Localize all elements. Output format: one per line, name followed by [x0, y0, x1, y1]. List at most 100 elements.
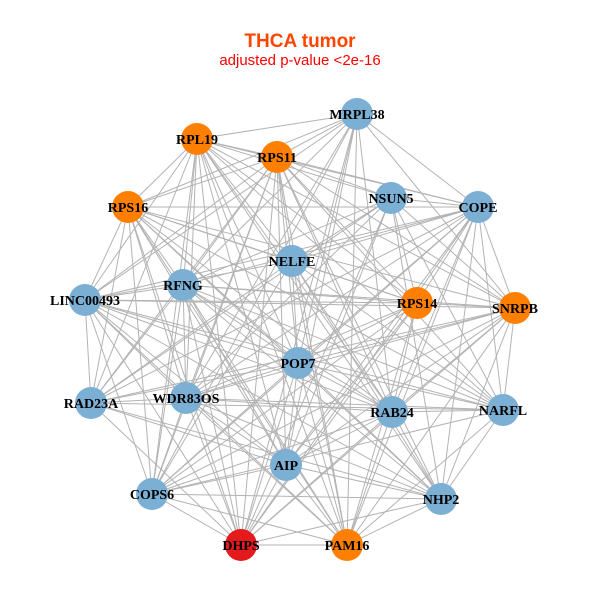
node-label: NELFE	[269, 255, 316, 270]
figure-subtitle: adjusted p-value <2e-16	[219, 52, 381, 69]
node-mrpl38: MRPL38	[329, 98, 385, 130]
node-cope: COPE	[459, 191, 497, 223]
node-aip: AIP	[270, 449, 302, 481]
edge	[196, 138, 504, 411]
node-circle	[487, 394, 519, 426]
edge	[182, 284, 516, 309]
node-label: RPS11	[257, 151, 297, 166]
node-circle	[181, 123, 213, 155]
edge	[297, 362, 442, 500]
node-rab24: RAB24	[370, 396, 414, 428]
node-circle	[331, 529, 363, 561]
edge	[346, 409, 504, 546]
edge	[391, 411, 442, 500]
edge	[276, 156, 393, 413]
node-rfng: RFNG	[163, 269, 203, 301]
edge	[182, 197, 392, 286]
edge	[440, 206, 479, 500]
edge	[477, 206, 516, 309]
edge	[185, 307, 516, 399]
edge	[182, 284, 393, 413]
edge	[196, 138, 287, 466]
edge	[90, 402, 504, 411]
edge	[151, 302, 418, 495]
edge	[276, 156, 287, 466]
edge	[151, 397, 187, 495]
edge	[356, 113, 479, 208]
node-label: RAB24	[370, 406, 414, 421]
edge	[185, 397, 348, 546]
edge	[390, 197, 516, 309]
node-rad23a: RAD23A	[64, 387, 119, 419]
edge	[390, 197, 418, 304]
edge	[90, 402, 242, 546]
node-label: AIP	[274, 459, 299, 474]
edge	[151, 362, 299, 495]
node-label: NARFL	[479, 404, 527, 419]
node-circle	[282, 347, 314, 379]
node-snrpb: SNRPB	[492, 292, 538, 324]
edge	[346, 206, 479, 546]
edge	[356, 113, 516, 309]
node-label: NHP2	[423, 493, 460, 508]
edge	[416, 206, 479, 304]
node-circle	[75, 387, 107, 419]
node-wdr83os: WDR83OS	[153, 382, 220, 414]
nodes: MRPL38RPL19RPS11NSUN5COPERPS16NELFERFNGL…	[50, 98, 538, 561]
node-label: NSUN5	[368, 192, 413, 207]
node-label: SNRPB	[492, 302, 538, 317]
edge	[297, 307, 516, 364]
edge	[276, 156, 479, 208]
edge	[285, 206, 479, 466]
node-rps14: RPS14	[397, 287, 437, 319]
edge	[185, 138, 198, 399]
edge	[240, 411, 393, 546]
edge	[90, 284, 184, 404]
node-label: DHPS	[222, 539, 260, 554]
edge	[151, 409, 504, 495]
edge	[276, 156, 418, 304]
edge	[185, 397, 442, 500]
node-circle	[499, 292, 531, 324]
edge	[291, 260, 299, 364]
node-label: PAM16	[325, 539, 370, 554]
edge	[84, 299, 442, 500]
edge	[240, 206, 479, 546]
node-rps11: RPS11	[257, 141, 297, 173]
edge	[285, 464, 348, 546]
edge	[291, 206, 479, 262]
edge	[127, 206, 187, 399]
edge	[297, 302, 418, 364]
node-circle	[270, 449, 302, 481]
edge	[391, 302, 418, 413]
node-circle	[112, 191, 144, 223]
edge	[127, 206, 393, 413]
edge	[196, 138, 418, 304]
node-label: MRPL38	[329, 108, 384, 123]
edge	[297, 362, 348, 546]
edge	[276, 156, 392, 199]
node-label: RPS14	[397, 297, 437, 312]
node-label: COPS6	[130, 488, 174, 503]
edge	[84, 284, 184, 301]
edge	[240, 113, 358, 546]
edge	[151, 284, 184, 495]
edge	[182, 284, 504, 411]
edge	[84, 299, 516, 309]
edge	[276, 156, 293, 262]
edge	[196, 113, 358, 140]
node-rps16: RPS16	[108, 191, 148, 223]
node-circle	[375, 182, 407, 214]
edge	[391, 206, 479, 413]
edge	[127, 206, 242, 546]
node-pam16: PAM16	[325, 529, 370, 561]
node-label: POP7	[281, 357, 316, 372]
edge	[240, 307, 516, 546]
edge	[240, 498, 442, 546]
edge	[346, 307, 516, 546]
node-label: RAD23A	[64, 397, 119, 412]
node-circle	[69, 284, 101, 316]
edge	[185, 397, 242, 546]
edge	[291, 260, 504, 411]
